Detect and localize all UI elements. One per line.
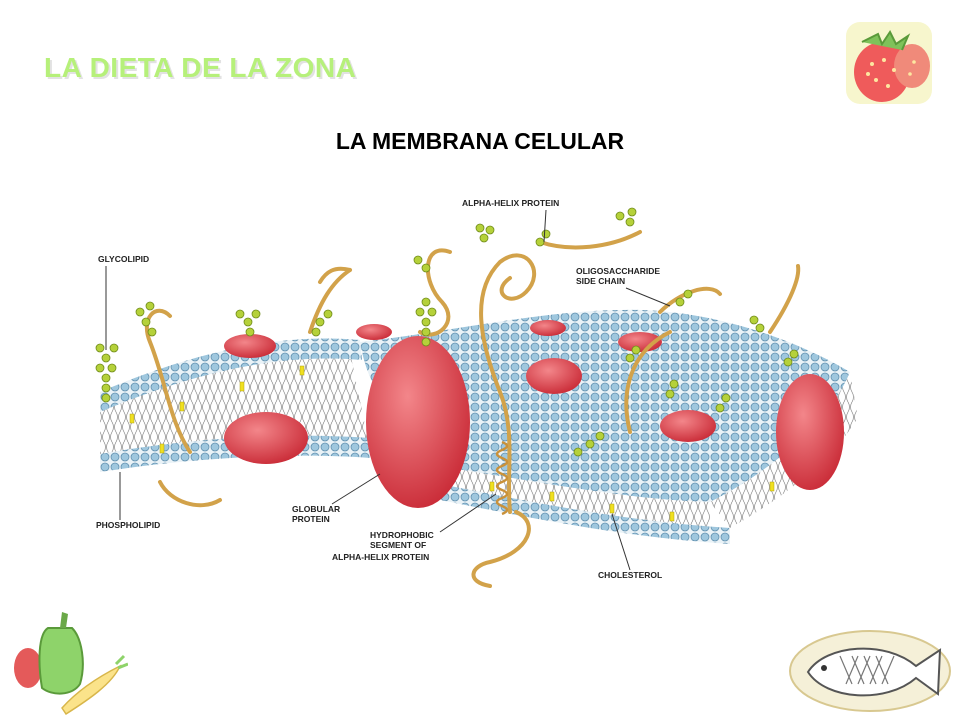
label-cholesterol-group: CHOLESTEROL [598,513,662,580]
leader-oligosaccharide [625,287,671,307]
label-oligosaccharide-group: OLIGOSACCHARIDE SIDE CHAIN [576,266,671,307]
leader-globular [331,473,381,505]
slide-subtitle: LA MEMBRANA CELULAR [335,128,625,154]
membrane-top-surface [360,309,850,502]
slide-title: LA DIETA DE LA ZONA [44,52,357,83]
label-segment-of: SEGMENT OF [370,540,426,550]
globular-proteins [224,320,844,508]
fish-icon [789,630,951,712]
strawberry-icon [846,22,932,104]
label-phospholipid: PHOSPHOLIPID [96,520,160,530]
label-alpha-helix-protein-2: ALPHA-HELIX PROTEIN [332,552,429,562]
leader-alpha-helix [543,209,547,243]
label-globular: GLOBULAR [292,504,340,514]
label-glycolipid: GLYCOLIPID [98,254,149,264]
label-side-chain: SIDE CHAIN [576,276,625,286]
label-cholesterol: CHOLESTEROL [598,570,662,580]
oligosaccharide-chains [95,207,799,457]
helix-coil [495,440,509,516]
label-hydrophobic: HYDROPHOBIC [370,530,434,540]
label-glycolipid-group: GLYCOLIPID [98,254,149,350]
pepper-icon [14,612,128,716]
label-oligosaccharide: OLIGOSACCHARIDE [576,266,660,276]
membrane-right-cut [710,372,858,528]
membrane-front-cut [450,468,710,528]
label-alpha-helix-protein: ALPHA-HELIX PROTEIN [462,198,559,208]
leader-cholesterol [611,513,631,571]
label-phospholipid-group: PHOSPHOLIPID [96,472,160,530]
label-alpha-helix-group: ALPHA-HELIX PROTEIN [462,198,559,243]
label-hydrophobic-group: HYDROPHOBIC SEGMENT OF ALPHA-HELIX PROTE… [332,493,497,562]
label-protein: PROTEIN [292,514,330,524]
leader-hydrophobic [439,493,497,533]
alpha-helix-strands [144,230,801,588]
membrane-left-top [100,338,362,412]
label-globular-group: GLOBULAR PROTEIN [292,473,381,524]
cell-membrane-diagram: GLYCOLIPID ALPHA-HELIX PROTEIN OLIGOSACC… [95,198,858,588]
